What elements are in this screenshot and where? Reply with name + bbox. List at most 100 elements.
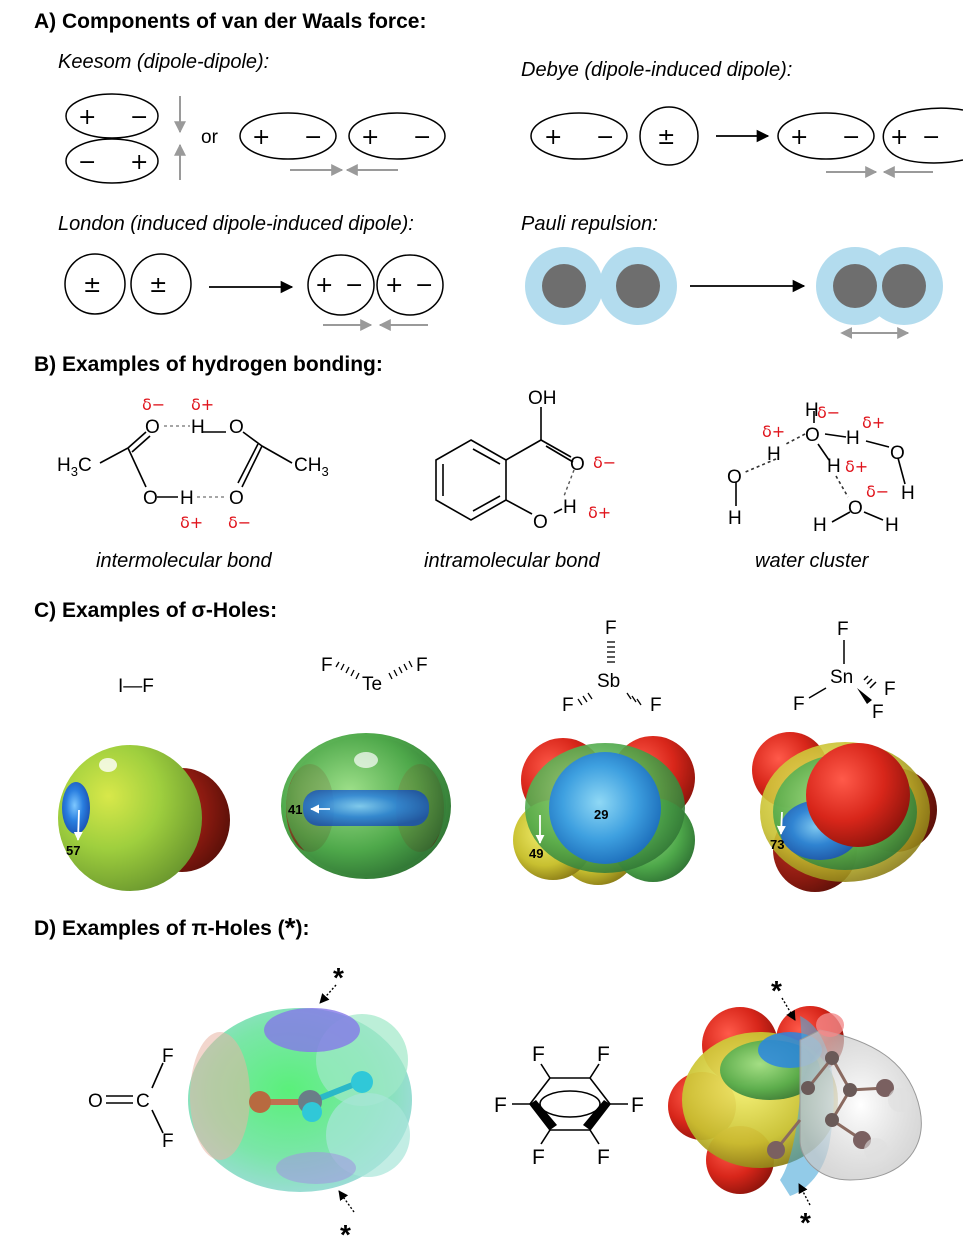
c6f6-hole-arrow-top (781, 997, 796, 1021)
debye-dipole (530, 112, 628, 160)
snf4-f-right: F (884, 679, 896, 700)
cof2-f-top: F (162, 1046, 174, 1067)
c6f6-f-2: F (597, 1043, 610, 1066)
esp-sbf3-value-29: 29 (594, 807, 608, 822)
debye-label: Debye (dipole-induced dipole): (521, 59, 792, 81)
salicylic-o-carbonyl: O (570, 454, 585, 475)
salicylic-h: H (563, 497, 577, 518)
cof2-hole-arrow-bottom (338, 1190, 355, 1213)
keesom-bottom-plus: + (130, 150, 148, 175)
pauli-core-1 (542, 264, 586, 308)
section-b-title: B) Examples of hydrogen bonding: (34, 353, 383, 376)
water-o-center: O (805, 425, 820, 446)
keesom-top-minus: − (130, 105, 148, 130)
salicylic-acid (435, 407, 575, 521)
cof2-star-top: * (333, 962, 344, 993)
caption-intermolecular: intermolecular bond (96, 550, 273, 572)
or-label: or (201, 127, 219, 148)
keesom-pair-plus-2: + (361, 125, 379, 150)
london-pm-1: ± (83, 273, 101, 298)
esp-if-value: 57 (66, 843, 80, 858)
sbf3-f-right: F (650, 695, 662, 716)
esp-c6f6 (668, 1006, 922, 1196)
debye-plusminus: ± (657, 125, 675, 150)
molecule-snf4: Sn F F F F (793, 619, 896, 723)
london-pm-2: ± (149, 273, 167, 298)
london-d2-plus: + (385, 273, 403, 298)
molecule-if: I—F (118, 676, 154, 697)
debye-plus: + (544, 125, 562, 150)
cof2-hole-arrow-top (319, 984, 337, 1004)
london-d1-plus: + (315, 273, 333, 298)
dimer-o-bottom-right: O (229, 488, 244, 509)
london-dipole-1 (307, 254, 375, 316)
keesom-dipole-right (348, 112, 446, 160)
water-o-right: O (890, 443, 905, 464)
keesom-dipole-top (65, 93, 159, 139)
water-delta-minus-bottom: δ− (866, 482, 889, 501)
london-neutral-1 (64, 253, 126, 315)
cof2-star-bottom: * (340, 1219, 351, 1236)
svg-text:Sb: Sb (597, 671, 620, 692)
c6f6-f-5: F (532, 1146, 545, 1169)
dimer-h-top: H (191, 417, 205, 438)
esp-if-arrow (73, 809, 83, 841)
acetic-acid-dimer (99, 425, 293, 498)
c6f6-wedge-left (530, 1100, 557, 1130)
dimer-ch3: CH3 (294, 455, 329, 479)
cof2-c: C (136, 1091, 150, 1112)
debye-neutral (639, 106, 699, 166)
water-delta-plus-left: δ+ (762, 422, 785, 441)
water-cluster (735, 411, 906, 523)
dimer-delta-minus-bottom: δ− (228, 513, 251, 532)
pauli-core-4 (882, 264, 926, 308)
snf4-f-top: F (837, 619, 849, 640)
debye-result-minus: − (842, 125, 860, 150)
dimer-o-top-left: O (145, 417, 160, 438)
debye-induced-minus: − (922, 125, 940, 150)
esp-snf4 (752, 732, 937, 892)
water-h-right: H (846, 428, 860, 449)
dimer-delta-plus-top: δ+ (191, 395, 214, 414)
dimer-o-top-right: O (229, 417, 244, 438)
esp-if (58, 745, 230, 891)
dimer-o-bottom-left: O (143, 488, 158, 509)
keesom-top-plus: + (78, 105, 96, 130)
london-dipole-2 (376, 254, 444, 316)
water-o-bottom: O (848, 498, 863, 519)
water-delta-plus-middle: δ+ (845, 457, 868, 476)
esp-sbf3-value-49: 49 (529, 846, 543, 861)
pauli-label: Pauli repulsion: (521, 213, 658, 235)
caption-water-cluster: water cluster (755, 550, 870, 572)
c6f6-star-top: * (771, 975, 782, 1006)
water-h-bottom-right: H (885, 515, 899, 536)
water-o-left: O (727, 467, 742, 488)
water-h-middle: H (827, 456, 841, 477)
london-neutral-2 (130, 253, 192, 315)
debye-dipole-result (777, 112, 875, 160)
molecule-tef2: Te F F (321, 655, 428, 695)
debye-minus: − (596, 125, 614, 150)
c6f6-f-1: F (532, 1043, 545, 1066)
salicylic-delta-minus: δ− (593, 453, 616, 472)
section-a-title: A) Components of van der Waals force: (34, 10, 426, 33)
salicylic-delta-plus: δ+ (588, 503, 611, 522)
dimer-delta-plus-bottom: δ+ (180, 513, 203, 532)
pauli-core-2 (616, 264, 660, 308)
water-delta-minus-top: δ− (817, 403, 840, 422)
london-label: London (induced dipole-induced dipole): (58, 213, 414, 235)
water-h-right-bottom: H (901, 483, 915, 504)
sbf3-f-top: F (605, 618, 617, 639)
esp-tef2 (281, 733, 451, 879)
keesom-bottom-minus: − (78, 150, 96, 175)
salicylic-o-phenol: O (533, 512, 548, 533)
esp-tef2-value: 41 (288, 802, 302, 817)
keesom-pair-plus-1: + (252, 125, 270, 150)
debye-result-plus: + (790, 125, 808, 150)
water-h-top: H (805, 400, 819, 421)
keesom-label: Keesom (dipole-dipole): (58, 51, 269, 73)
esp-cof2 (188, 1008, 412, 1192)
cof2-structure (106, 1062, 164, 1134)
section-c-title: C) Examples of σ-Holes: (34, 599, 277, 622)
